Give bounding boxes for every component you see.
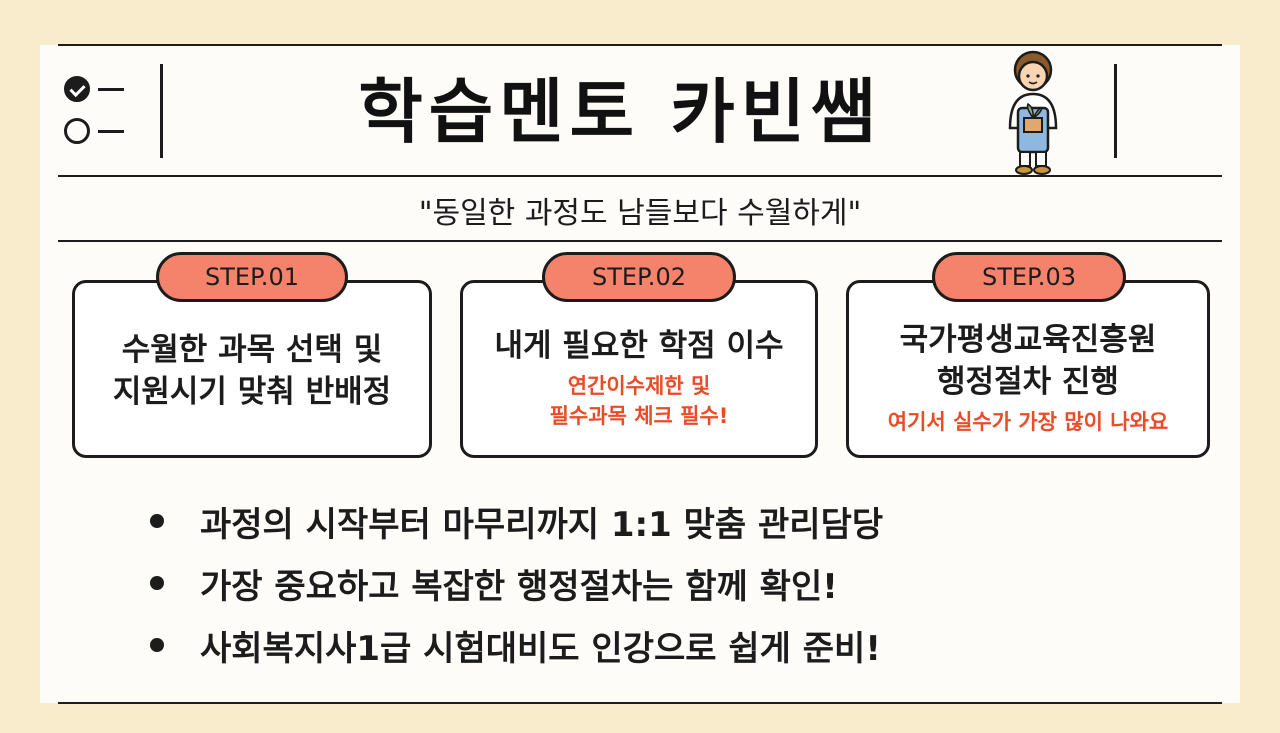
right-divider <box>1114 64 1117 158</box>
step-1-line-2: 지원시기 맞춰 반배정 <box>112 374 392 410</box>
step-1-line-1: 수월한 과목 선택 및 <box>121 332 383 368</box>
top-rule <box>58 44 1222 46</box>
step-2-badge: STEP.02 <box>542 252 736 302</box>
step-card-1: 수월한 과목 선택 및 지원시기 맞춰 반배정 <box>72 280 432 458</box>
step-card-3: 국가평생교육진흥원 행정절차 진행 여기서 실수가 가장 많이 나와요 <box>846 280 1210 458</box>
empty-circle-icon <box>64 118 90 144</box>
step-2-line-1: 내게 필요한 학점 이수 <box>494 328 784 364</box>
bullet-item: 과정의 시작부터 마무리까지 1:1 맞춤 관리담당 <box>150 490 883 552</box>
bullet-text-3: 사회복지사1급 시험대비도 인강으로 쉽게 준비! <box>200 628 881 669</box>
teacher-illustration <box>1008 50 1058 175</box>
step-3-note-1: 여기서 실수가 가장 많이 나와요 <box>887 410 1169 434</box>
bullet-text-2: 가장 중요하고 복잡한 행정절차는 함께 확인! <box>200 566 838 607</box>
subtitle-rule <box>58 240 1222 242</box>
bullet-dot-icon <box>150 638 164 652</box>
step-2-note-2: 필수과목 체크 필수! <box>549 404 729 428</box>
bullet-item: 가장 중요하고 복잡한 행정절차는 함께 확인! <box>150 552 883 614</box>
step-3-badge: STEP.03 <box>932 252 1126 302</box>
bullet-dot-icon <box>150 576 164 590</box>
bullet-item: 사회복지사1급 시험대비도 인강으로 쉽게 준비! <box>150 614 883 676</box>
page-title: 학습멘토 카빈쌤 <box>358 71 882 153</box>
step-card-2: 내게 필요한 학점 이수 연간이수제한 및 필수과목 체크 필수! <box>460 280 818 458</box>
bullet-dot-icon <box>150 514 164 528</box>
subtitle: "동일한 과정도 남들보다 수월하게" <box>418 196 862 231</box>
bottom-rule <box>58 702 1222 704</box>
left-divider <box>160 64 163 158</box>
step-2-note-1: 연간이수제한 및 <box>567 374 711 398</box>
bullet-text-1: 과정의 시작부터 마무리까지 1:1 맞춤 관리담당 <box>200 504 884 545</box>
step-3-line-2: 행정절차 진행 <box>937 364 1119 400</box>
check-circle-icon <box>64 76 90 102</box>
step-1-badge: STEP.01 <box>156 252 348 302</box>
step-3-line-1: 국가평생교육진흥원 <box>899 322 1157 358</box>
bullet-list: 과정의 시작부터 마무리까지 1:1 맞춤 관리담당 가장 중요하고 복잡한 행… <box>150 490 883 676</box>
header-rule <box>58 175 1222 177</box>
